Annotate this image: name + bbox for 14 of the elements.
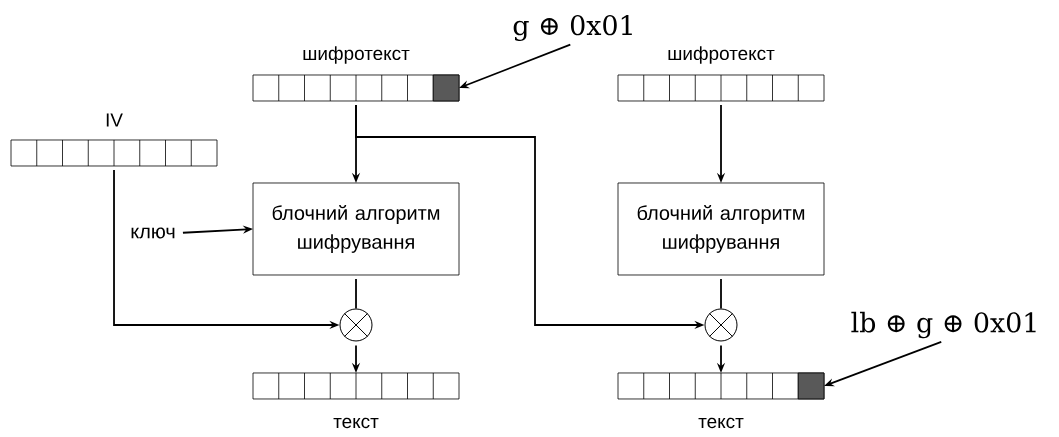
xor-symbol <box>339 308 373 342</box>
formula-label: lb ⊕ g ⊕ 0x01 <box>851 311 1036 339</box>
shaded-cell <box>797 372 825 400</box>
register-label: IV <box>106 113 123 127</box>
cipher-block: блочний алгоритм шифрування <box>252 182 460 276</box>
xor-symbol <box>704 308 738 342</box>
shaded-cell <box>432 74 460 102</box>
register-label: текст <box>698 417 744 429</box>
cipher-block: блочний алгоритм шифрування <box>617 182 825 276</box>
register-label: шифротекст <box>668 46 775 64</box>
register-label: шифротекст <box>303 46 410 64</box>
key-label: ключ <box>131 227 175 239</box>
register-label: текст <box>333 417 379 429</box>
formula-label: g ⊕ 0x01 <box>513 15 632 41</box>
